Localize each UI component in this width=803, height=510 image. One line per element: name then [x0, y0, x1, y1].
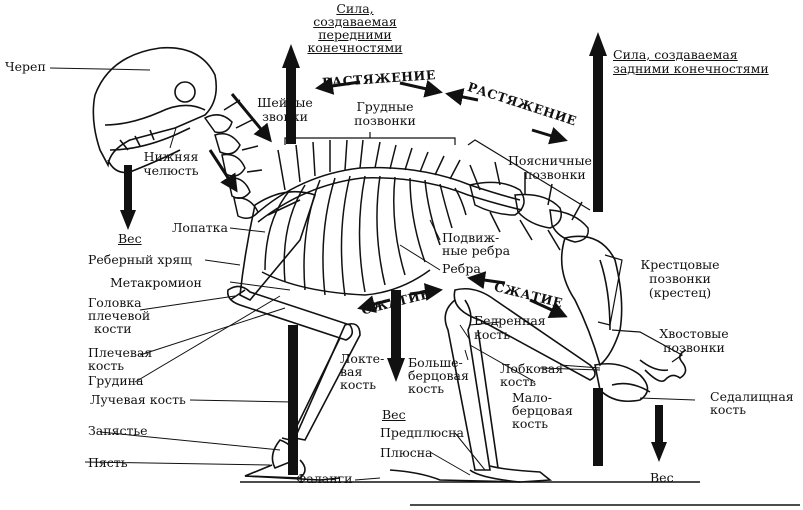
label-line: берцовая: [512, 403, 573, 418]
label-line: задними конечностями: [613, 61, 769, 76]
label-sternum: Грудина: [88, 373, 144, 388]
label-line: плечевой: [88, 308, 151, 323]
label-thoracic: Грудные позвонки: [345, 100, 425, 128]
label-skull: Череп: [5, 59, 46, 74]
label-metatarsus: Плюсна: [380, 445, 433, 460]
label-wrist: Запястье: [88, 423, 148, 438]
label-cervical: Шейные звонки: [255, 96, 315, 124]
label-tibia: Больше- берцовая кость: [408, 356, 469, 395]
thoracic-spine: [254, 139, 523, 223]
label-metacromion: Метакромион: [110, 275, 202, 290]
label-line: кость: [88, 358, 125, 373]
label-weight-rear: Вес: [650, 470, 674, 485]
skull-bone: [92, 46, 218, 174]
label-caudal: Хвостовые позвонки: [654, 327, 734, 355]
label-line: Мало-: [512, 390, 552, 405]
label-line: создаваемая: [313, 14, 397, 29]
lumbar-vertebrae: [469, 161, 589, 251]
label-line: (крестец): [648, 285, 712, 300]
label-ribs: Ребра: [442, 261, 481, 276]
label-sacral: Крестцовые позвонки (крестец): [640, 258, 720, 300]
leader-lines: [49, 67, 696, 481]
label-rear-limb-force: Сила, создаваемая задними конечностями: [613, 48, 769, 76]
label-line: берцовая: [408, 368, 469, 383]
label-lumbar: Поясничные позвонки: [508, 154, 592, 182]
label-line: Головка: [88, 295, 142, 310]
label-femur: Бедренная кость: [474, 314, 546, 342]
label-line: позвонки: [663, 340, 725, 355]
label-line: кость: [340, 377, 377, 392]
label-line: кость: [512, 416, 549, 431]
label-line: Сила, создаваемая: [613, 47, 738, 62]
label-pubic: Лобковая кость: [500, 362, 563, 388]
label-line: кость: [500, 374, 537, 389]
label-line: позвонки: [354, 113, 416, 128]
label-humerus-head: Головка плечевой кости: [88, 296, 150, 335]
pelvis-and-tail: [560, 235, 687, 403]
label-ischium: Седалищная кость: [710, 390, 794, 416]
label-line: Больше-: [408, 355, 463, 370]
label-line: Хвостовые: [659, 326, 729, 341]
label-line: кости: [94, 321, 132, 336]
label-line: кость: [408, 381, 445, 396]
label-radius: Лучевая кость: [90, 392, 186, 407]
label-metacarpus: Пясть: [88, 455, 128, 470]
label-line: Грудные: [356, 99, 414, 114]
label-jaw: Нижняя челюсть: [136, 150, 206, 178]
label-weight-mid: Вес: [382, 407, 406, 422]
label-phalanges: Фаланги: [296, 471, 353, 486]
label-line: кость: [474, 327, 511, 342]
stress-arrows: [208, 76, 568, 318]
brackets: [284, 132, 684, 363]
label-ulna: Локте- вая кость: [340, 352, 384, 391]
ribcage: [261, 175, 467, 297]
cervical-vertebrae: [203, 99, 263, 219]
label-line: Седалищная: [710, 389, 794, 404]
label-line: Лобковая: [500, 361, 564, 376]
label-line: позвонки: [524, 167, 586, 182]
label-mobile-ribs: Подвиж- ные ребра: [442, 231, 510, 257]
label-front-limb-force: Сила, создаваемая передними конечностями: [300, 2, 410, 54]
label-scapula: Лопатка: [172, 220, 228, 235]
label-humerus: Плечевая кость: [88, 346, 152, 372]
label-rib-cartilage: Реберный хрящ: [88, 252, 192, 267]
label-line: ные ребра: [442, 243, 511, 258]
label-line: Бедренная: [474, 313, 546, 328]
hind-limb: [389, 287, 596, 483]
label-line: позвонки: [649, 271, 711, 286]
label-line: Локте-: [340, 351, 385, 366]
label-line: кость: [710, 402, 747, 417]
label-line: Плечевая: [88, 345, 153, 360]
label-line: вая: [340, 364, 363, 379]
label-line: Шейные: [257, 95, 313, 110]
label-line: челюсть: [143, 163, 199, 178]
label-line: Подвиж-: [442, 230, 500, 245]
label-line: Крестцовые: [640, 257, 720, 272]
label-weight-front: Вес: [118, 231, 142, 246]
label-line: звонки: [262, 109, 308, 124]
label-line: конечностями: [307, 40, 403, 55]
force-arrows: [120, 32, 667, 475]
front-limb: [226, 190, 361, 481]
label-line: Поясничные: [508, 153, 592, 168]
label-tarsus: Предплюсна: [380, 425, 464, 440]
label-line: передними: [318, 27, 392, 42]
label-line: Нижняя: [143, 149, 199, 164]
label-line: Сила,: [336, 1, 374, 16]
label-fibula: Мало- берцовая кость: [512, 391, 573, 430]
